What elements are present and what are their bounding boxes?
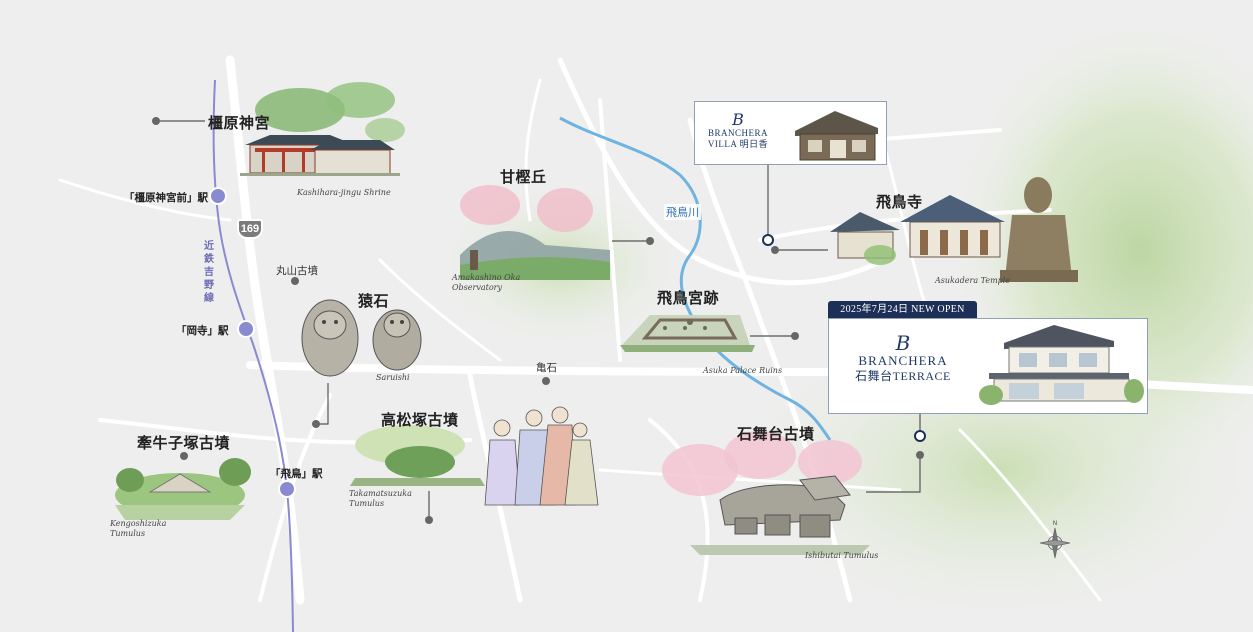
landmark-label-ishibutai[interactable]: 石舞台古墳 xyxy=(737,425,815,443)
location-dot-amakashi-oka xyxy=(646,237,654,245)
location-dot-ishibutai xyxy=(916,451,924,459)
romaji-kengoshizuka: Kengoshizuka Tumulus xyxy=(110,519,167,539)
terrace-brand-logo: B BRANCHERA 石舞台TERRACE xyxy=(843,333,963,384)
compass-icon: N xyxy=(1039,520,1071,559)
landmark-label-asuka-palace[interactable]: 飛鳥宮跡 xyxy=(657,289,720,307)
terrace-house-illustration xyxy=(979,325,1144,405)
romaji-takamatsuzuka: Takamatsuzuka Tumulus xyxy=(349,489,412,509)
romaji-amakashi-oka: Amakashino Oka Observatory xyxy=(452,273,521,293)
location-dot-asuka-palace xyxy=(791,332,799,340)
villa-brand-logo: B BRANCHERA VILLA 明日香 xyxy=(703,112,773,150)
romaji-asukadera: Asukadera Temple xyxy=(935,276,1011,285)
landmark-label-kengoshizuka[interactable]: 牽牛子塚古墳 xyxy=(137,434,231,452)
location-dots xyxy=(152,117,924,524)
place-label-kameishi: 亀石 xyxy=(536,362,557,374)
asuka-palace-illustration xyxy=(620,315,755,352)
new-open-banner: 2025年7月24日 NEW OPEN xyxy=(828,301,977,318)
takamatsuzuka-illustration xyxy=(350,406,599,506)
river-name-label: 飛鳥川 xyxy=(664,204,701,220)
station-label-okadera[interactable]: 「岡寺」駅 xyxy=(176,325,229,337)
place-label-maruyama: 丸山古墳 xyxy=(276,265,318,277)
romaji-ishibutai: Ishibutai Tumulus xyxy=(805,551,879,560)
location-dot-kashihara-jingu xyxy=(152,117,160,125)
romaji-asuka-palace: Asuka Palace Ruins xyxy=(703,366,783,375)
location-dot-kengoshizuka xyxy=(180,452,188,460)
figures xyxy=(484,406,599,506)
station-label-kashihara-jingumae[interactable]: 「橿原神宮前」駅 xyxy=(124,192,208,204)
station-marker-kashihara-jingumae[interactable] xyxy=(209,187,227,205)
kashihara-jingu-illustration xyxy=(240,82,405,176)
villa-brand-name: BRANCHERA xyxy=(707,128,768,138)
ishibutai-illustration xyxy=(662,431,870,555)
terrace-location-marker[interactable] xyxy=(914,430,926,442)
station-marker-okadera[interactable] xyxy=(237,320,255,338)
station-label-asuka[interactable]: 「飛鳥」駅 xyxy=(270,468,323,480)
branchera-villa-card[interactable]: B BRANCHERA VILLA 明日香 xyxy=(694,101,887,165)
landmark-label-asukadera[interactable]: 飛鳥寺 xyxy=(876,193,923,211)
asukadera-illustration xyxy=(830,177,1078,282)
route-169-badge: 169 xyxy=(237,219,263,239)
villa-brand-sub: VILLA 明日香 xyxy=(707,139,769,149)
landmark-label-kashihara-jingu[interactable]: 橿原神宮 xyxy=(208,114,271,132)
asuka-river xyxy=(559,116,832,441)
svg-text:N: N xyxy=(1053,520,1058,527)
landmark-label-takamatsuzuka[interactable]: 高松塚古墳 xyxy=(381,411,459,429)
terrace-brand-name: BRANCHERA xyxy=(858,353,948,368)
villa-brand-mark: B xyxy=(732,110,744,129)
location-dot-takamatsuzuka xyxy=(425,516,433,524)
villa-house-illustration xyxy=(795,111,878,161)
romaji-saruishi: Saruishi xyxy=(376,373,410,382)
kintetsu-railway-line xyxy=(212,79,294,632)
location-dot-asukadera xyxy=(771,246,779,254)
romaji-kashihara-jingu: Kashihara-jingu Shrine xyxy=(297,188,391,197)
landmark-label-amakashi-oka[interactable]: 甘樫丘 xyxy=(500,168,547,186)
location-dot-maruyama xyxy=(291,277,299,285)
station-marker-asuka[interactable] xyxy=(278,480,296,498)
landmark-label-saruishi[interactable]: 猿石 xyxy=(358,292,390,310)
location-dot-kameishi xyxy=(542,377,550,385)
terrace-brand-sub: 石舞台TERRACE xyxy=(855,369,951,383)
villa-location-marker[interactable] xyxy=(762,234,774,246)
branchera-terrace-card[interactable]: B BRANCHERA 石舞台TERRACE xyxy=(828,318,1148,414)
kengoshizuka-illustration xyxy=(115,458,251,520)
terrace-brand-mark: B xyxy=(895,331,911,355)
saruishi-illustration xyxy=(301,299,422,377)
leader-lines xyxy=(156,120,921,520)
location-dot-saruishi xyxy=(312,420,320,428)
railway-name-label: 近鉄吉野線 xyxy=(204,241,214,304)
amakashi-oka-illustration xyxy=(460,185,610,280)
